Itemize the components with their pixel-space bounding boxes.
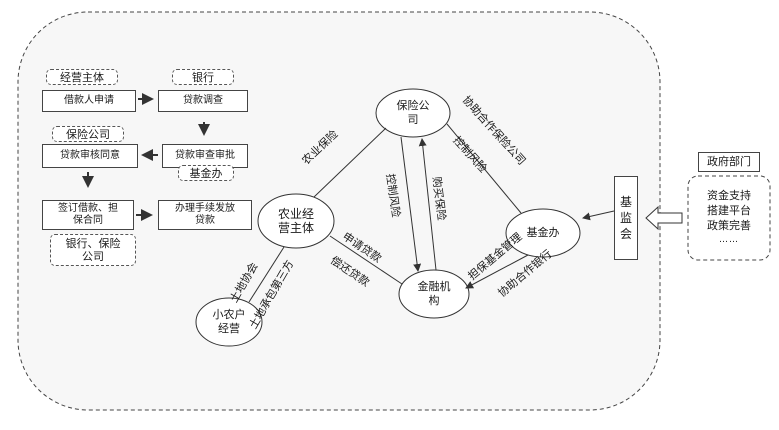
step-issue-loan: 办理手续发放 贷款 [158, 200, 252, 230]
link-supervisor-to-fund [582, 210, 615, 221]
step-sign-contract: 签订借款、担 保合同 [42, 200, 134, 230]
gov-box-frame [687, 175, 771, 261]
link-insurance-fund [446, 123, 522, 214]
step-loan-agree: 贷款审核同意 [42, 144, 138, 168]
link-agri-financial [329, 235, 403, 285]
hollow-arrow-gov-to-supervisor [645, 205, 683, 231]
link-agri-insurance [313, 127, 387, 198]
node-smallholder-shape [195, 297, 263, 347]
gov-title: 政府部门 [698, 152, 760, 172]
link-insurance-to-financial [400, 136, 422, 272]
gov-items: 资金支持 搭建平台 政策完善 …… [690, 188, 768, 248]
node-insurance-co: 保险公 司 [396, 99, 430, 126]
gov-item: …… [719, 235, 739, 245]
tag-fund-office: 基金办 [178, 165, 234, 181]
step-loan-investigate: 贷款调查 [158, 90, 248, 112]
node-financial-inst: 金融机 构 [417, 280, 451, 307]
node-insurance-co-shape [375, 88, 451, 138]
node-fund-office-shape [505, 208, 581, 258]
link-financial-to-insurance [418, 138, 437, 271]
gov-item: 搭建平台 [707, 204, 751, 217]
tag-bank-insurer: 银行、保险 公司 [50, 234, 136, 266]
tag-bank: 银行 [172, 69, 234, 85]
link-fund-to-financial [465, 254, 529, 289]
tag-main-actor: 经营主体 [46, 69, 118, 85]
node-agri-entity-shape [257, 193, 335, 249]
gov-item: 资金支持 [707, 189, 751, 202]
node-agri-entity: 农业经 营主体 [277, 207, 314, 235]
tag-insurer: 保险公司 [52, 126, 124, 142]
step-borrower-apply: 借款人申请 [42, 90, 136, 112]
link-smallholder-agri [248, 246, 285, 303]
node-smallholder: 小农户 经营 [212, 308, 246, 335]
node-supervisor: 基 监 会 [614, 176, 638, 260]
node-financial-shape [398, 269, 470, 319]
node-fund-office: 基金办 [526, 226, 560, 239]
gov-item: 政策完善 [707, 219, 751, 232]
